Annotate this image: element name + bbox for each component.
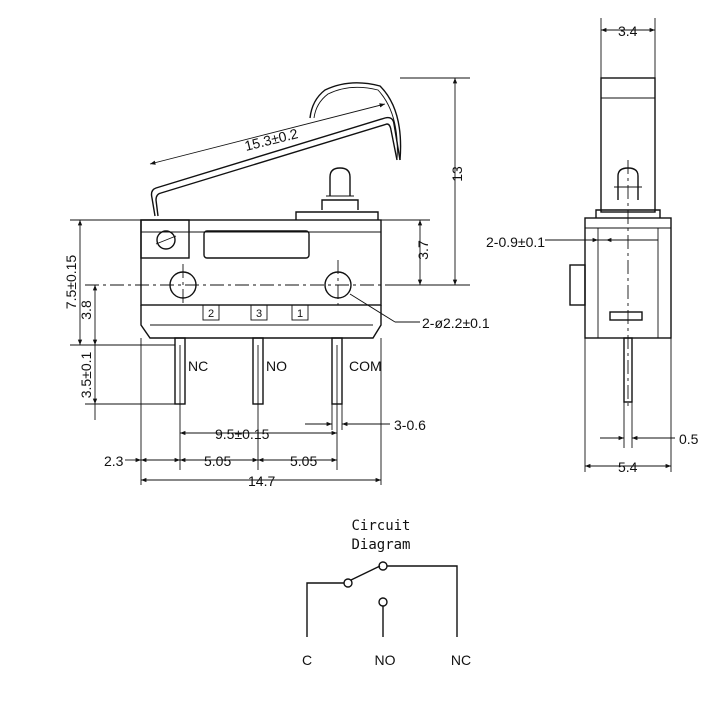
pin-label-no: NO <box>266 358 287 374</box>
label-window <box>203 230 310 259</box>
dim-base-width: 5.4 <box>584 338 672 475</box>
wire-nc <box>387 565 458 637</box>
pivot-slot <box>155 235 177 245</box>
dim-body-height: 7.5±0.15 <box>63 219 175 346</box>
switch-body <box>140 219 382 306</box>
terminal-label-nc: NC <box>451 652 471 668</box>
side-view: 3.4 2-0.9±0.1 0.5 5.4 <box>486 18 699 475</box>
svg-text:15.3±0.2: 15.3±0.2 <box>243 125 300 154</box>
contact-nc <box>378 561 388 571</box>
dim-hole-diameter: 2-ø2.2±0.1 <box>349 293 490 331</box>
front-view: 2 3 1 NC NO COM 15.3±0.2 13 <box>63 77 490 489</box>
pin-number-boxes: 2 3 1 <box>202 304 309 321</box>
svg-text:2-ø2.2±0.1: 2-ø2.2±0.1 <box>422 315 490 331</box>
dim-lever-length: 15.3±0.2 <box>149 103 386 165</box>
plunger-collar <box>321 199 359 210</box>
svg-text:3.7: 3.7 <box>415 240 431 260</box>
svg-text:14.7: 14.7 <box>248 473 275 489</box>
svg-text:2-0.9±0.1: 2-0.9±0.1 <box>486 234 545 250</box>
terminal-label-c: C <box>302 652 312 668</box>
svg-text:5.05: 5.05 <box>204 453 231 469</box>
lever-curl-inner <box>313 86 398 161</box>
dim-hole-height: 3.8 <box>78 285 98 345</box>
dim-side-hole: 2-0.9±0.1 <box>486 234 620 250</box>
svg-text:3.4: 3.4 <box>618 23 638 39</box>
svg-text:5.05: 5.05 <box>290 453 317 469</box>
dim-pin-width: 3-0.6 <box>305 404 426 433</box>
lever-pivot-box <box>140 219 190 259</box>
svg-text:2.3: 2.3 <box>104 453 124 469</box>
pin-number-1: 1 <box>297 308 303 320</box>
pin-number-2: 2 <box>208 308 214 320</box>
plunger <box>329 167 351 196</box>
dim-pin-length: 3.5±0.1 <box>78 345 175 420</box>
pin-number-box-2 <box>202 304 220 321</box>
svg-text:13: 13 <box>449 166 465 182</box>
svg-text:3.5±0.1: 3.5±0.1 <box>78 351 94 398</box>
pin-label-com: COM <box>349 358 382 374</box>
svg-text:9.5±0.15: 9.5±0.15 <box>215 426 270 442</box>
dim-upper-height: 3.7 <box>381 219 431 285</box>
pin-number-3: 3 <box>256 308 262 320</box>
contact-no <box>378 597 388 607</box>
svg-text:0.5: 0.5 <box>679 431 699 447</box>
circuit-title-line2: Diagram <box>351 537 410 553</box>
lever-curl <box>309 82 402 161</box>
terminal-label-no: NO <box>375 652 396 668</box>
pin-label-nc: NC <box>188 358 208 374</box>
side-slot <box>609 311 643 321</box>
svg-text:7.5±0.15: 7.5±0.15 <box>63 255 79 310</box>
contact-common <box>343 578 353 588</box>
lever-pivot <box>156 230 176 250</box>
dim-bottom-row: 2.3 5.05 5.05 <box>104 338 382 485</box>
svg-text:3.8: 3.8 <box>78 300 94 320</box>
wire-common <box>306 582 344 637</box>
side-notch <box>569 264 586 306</box>
pin-number-box-1 <box>291 304 309 321</box>
svg-text:5.4: 5.4 <box>618 459 638 475</box>
plunger-bushing <box>295 211 379 220</box>
svg-text:3-0.6: 3-0.6 <box>394 417 426 433</box>
pin-number-box-3 <box>250 304 268 321</box>
dim-total-height: 13 <box>385 77 470 286</box>
circuit-title-line1: Circuit <box>351 518 410 534</box>
contact-lever <box>350 565 381 581</box>
dim-total-width: 14.7 <box>141 473 381 489</box>
dim-pin-thickness: 0.5 <box>600 402 699 448</box>
circuit-diagram: Circuit Diagram C NO NC <box>302 518 471 668</box>
dim-top-width: 3.4 <box>600 18 656 78</box>
